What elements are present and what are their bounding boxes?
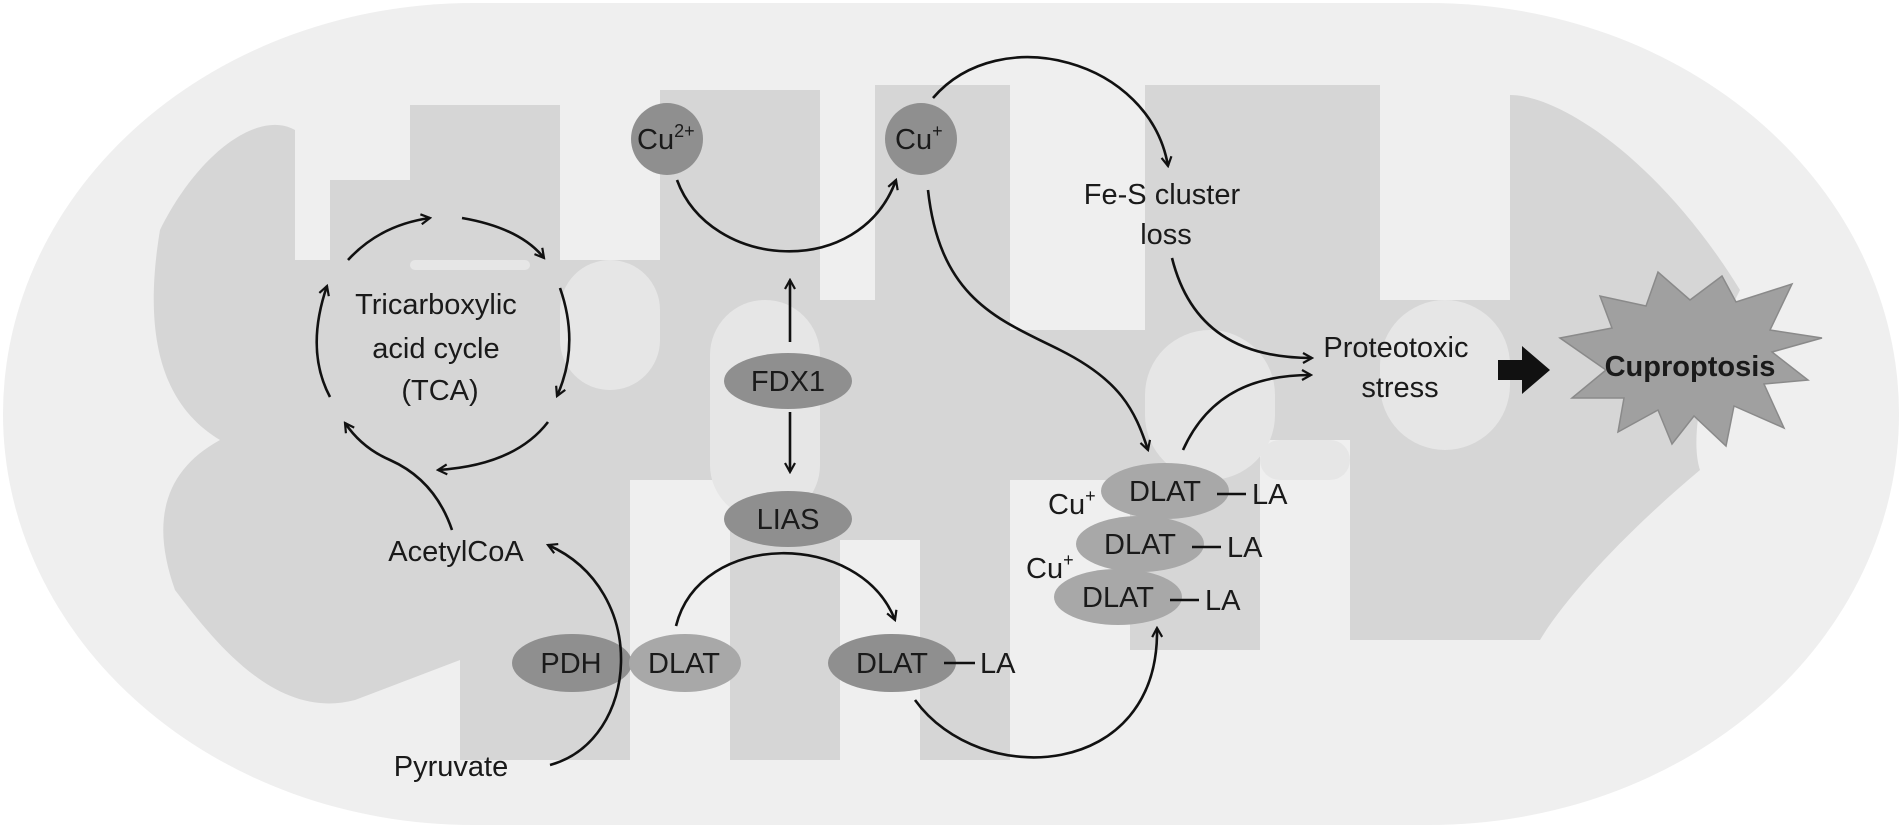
cu-reduction-arrow bbox=[675, 180, 896, 253]
cu-bound-label-2: Cu+ bbox=[1026, 550, 1074, 585]
cuproptosis-label: Cuproptosis bbox=[1605, 351, 1776, 383]
cu1-ion-circle bbox=[885, 103, 957, 175]
cu-bound-label-1: Cu+ bbox=[1048, 486, 1096, 521]
la-label-stack-2: LA bbox=[1227, 532, 1263, 564]
tca-label: Tricarboxylic acid cycle (TCA) bbox=[355, 289, 525, 407]
fdx1-label: FDX1 bbox=[751, 366, 825, 398]
cu2-ion-circle bbox=[631, 103, 703, 175]
dlat-stack-2-label: DLAT bbox=[1104, 529, 1176, 561]
dlat-la-ellipse bbox=[828, 634, 956, 692]
lias-label: LIAS bbox=[757, 504, 820, 536]
lipoylation-arrow bbox=[674, 552, 895, 627]
pdh-label: PDH bbox=[540, 648, 601, 680]
dlat-stack-1-label: DLAT bbox=[1129, 476, 1201, 508]
pyruvate-to-acetylcoa-arrow bbox=[548, 545, 623, 767]
fes-label: Fe-S cluster loss bbox=[1084, 179, 1248, 251]
dlat-pdh-label: DLAT bbox=[648, 648, 720, 680]
dlat-to-oligomer-arrow bbox=[913, 628, 1157, 759]
pdh-ellipse bbox=[512, 634, 632, 692]
dlat-to-stress-arrow bbox=[1181, 375, 1311, 451]
proteotoxic-label: Proteotoxic stress bbox=[1323, 332, 1476, 404]
cuproptosis-burst bbox=[1558, 270, 1823, 448]
lias-ellipse bbox=[724, 491, 852, 547]
dlat-stack-3-label: DLAT bbox=[1082, 582, 1154, 614]
cu1-label: Cu+ bbox=[895, 121, 943, 156]
la-label-bottom: LA bbox=[980, 648, 1016, 680]
la-label-stack-1: LA bbox=[1252, 479, 1288, 511]
inner-membrane bbox=[153, 85, 1741, 760]
dlat-pdh-ellipse bbox=[629, 634, 741, 692]
fes-to-stress-arrow bbox=[1170, 257, 1312, 358]
cristae-gaps bbox=[410, 260, 1510, 520]
tca-cycle-arrows bbox=[315, 218, 571, 531]
cu2-label: Cu2+ bbox=[637, 121, 695, 156]
fdx1-ellipse bbox=[724, 353, 852, 409]
cu-to-dlat-arrow bbox=[926, 189, 1148, 450]
pyruvate-label: Pyruvate bbox=[394, 751, 508, 783]
acetylcoa-label: AcetylCoA bbox=[388, 536, 524, 568]
dlat-stack-3-ellipse bbox=[1054, 569, 1182, 625]
dlat-stack-2-ellipse bbox=[1076, 516, 1204, 572]
cuproptosis-arrow bbox=[1498, 346, 1550, 394]
cu-to-fes-arrow bbox=[932, 55, 1168, 166]
dlat-stack-1-ellipse bbox=[1101, 463, 1229, 519]
la-label-stack-3: LA bbox=[1205, 585, 1241, 617]
dlat-la-label: DLAT bbox=[856, 648, 928, 680]
